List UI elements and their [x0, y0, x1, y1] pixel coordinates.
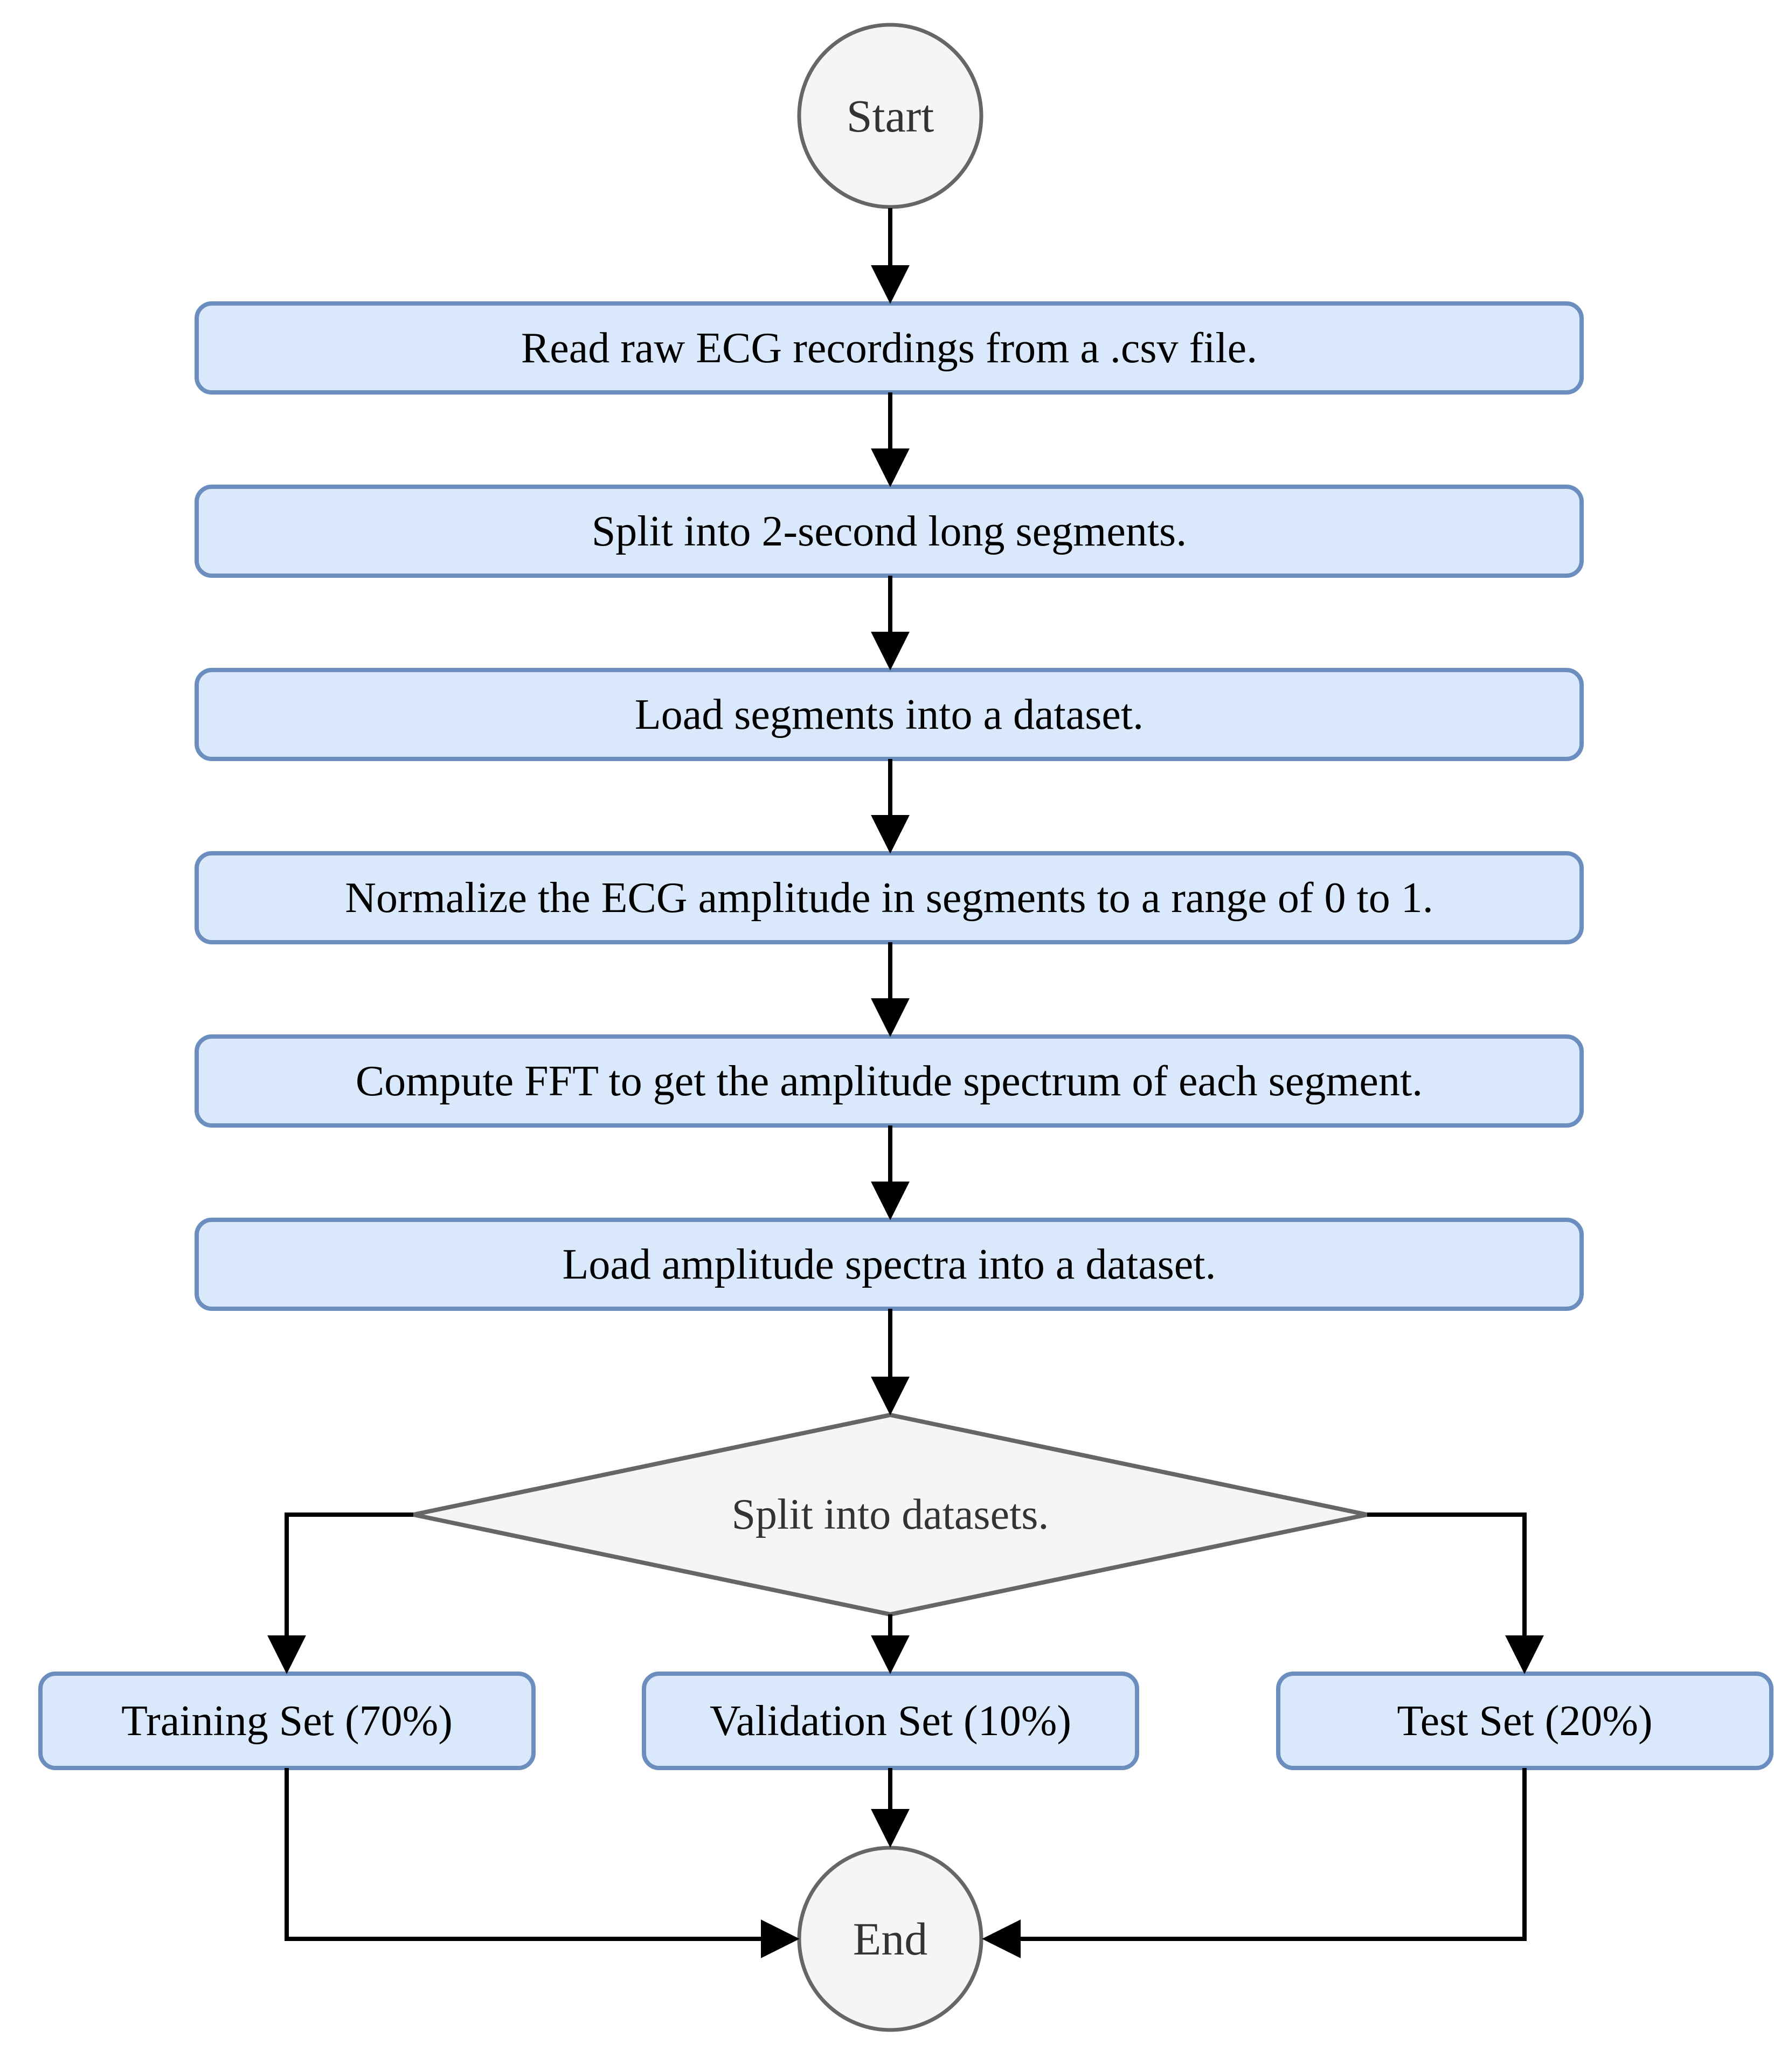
process-step-5-label: Compute FFT to get the amplitude spectru…	[355, 1057, 1423, 1105]
start-node-shape	[797, 23, 983, 209]
connector-decision-to-test	[1367, 1512, 1544, 1674]
branch-test-label: Test Set (20%)	[1397, 1697, 1653, 1745]
process-step-2-label: Split into 2-second long segments.	[591, 507, 1187, 555]
process-step-3-label: Load segments into a dataset.	[634, 690, 1144, 738]
process-step-6-label: Load amplitude spectra into a dataset.	[562, 1240, 1216, 1288]
process-step-1-label: Read raw ECG recordings from a .csv file…	[521, 324, 1258, 372]
connector-decision-to-training	[267, 1512, 413, 1674]
connector-test-to-end	[982, 1768, 1527, 1958]
connector-training-to-end	[285, 1768, 800, 1958]
process-step-4-label: Normalize the ECG amplitude in segments …	[345, 874, 1433, 922]
decision-node-label: Split into datasets.	[731, 1491, 1049, 1538]
branch-training-label: Training Set (70%)	[121, 1697, 453, 1745]
branch-validation-label: Validation Set (10%)	[710, 1697, 1071, 1745]
start-node-label: Start	[846, 89, 934, 142]
end-node-label: End	[853, 1912, 928, 1965]
